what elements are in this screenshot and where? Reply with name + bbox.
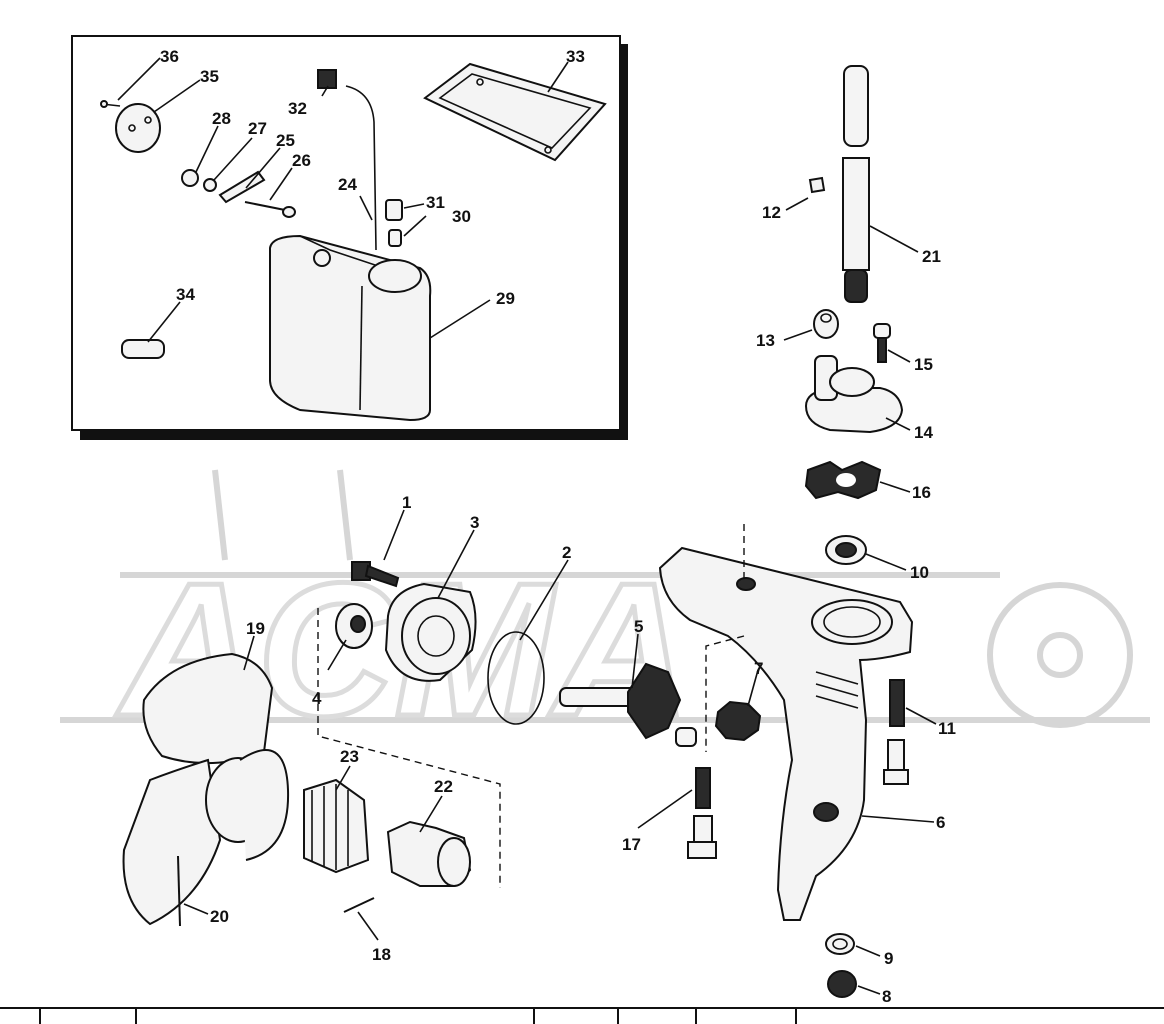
callout-5: 5 (634, 617, 643, 636)
callout-8: 8 (882, 987, 891, 1006)
part-27-washer (203, 178, 217, 192)
leader-lines (117, 57, 937, 995)
part-15-screw (873, 323, 891, 363)
part-13-bushing (813, 309, 839, 339)
callout-24: 24 (338, 175, 357, 194)
callout-35: 35 (200, 67, 219, 86)
callout-4: 4 (312, 689, 322, 708)
callout-26: 26 (292, 151, 311, 170)
part-24-tube (345, 85, 377, 251)
part-5-propshaft-gear (559, 662, 697, 747)
callout-21: 21 (922, 247, 941, 266)
part-11-bolt (883, 679, 909, 785)
part-3-bearing-housing (384, 582, 477, 682)
part-23-clutch-dog (303, 778, 370, 874)
callout-25: 25 (276, 131, 295, 150)
part-10-bearing (825, 535, 867, 565)
callout-31: 31 (426, 193, 445, 212)
callout-11: 11 (938, 719, 956, 738)
part-33-cover-gasket (423, 62, 607, 162)
part-36-screw (100, 100, 121, 108)
part-9-washer (825, 933, 855, 955)
part-14-pump-housing (804, 355, 904, 434)
callout-14: 14 (914, 423, 933, 442)
callout-7: 7 (754, 659, 763, 678)
part-32-nut (317, 69, 337, 89)
part-29-exhaust-housing (269, 234, 432, 422)
title-block-border (0, 1007, 1164, 1024)
callout-12: 12 (762, 203, 781, 222)
callout-3: 3 (470, 513, 479, 532)
part-17-bolt (687, 767, 717, 859)
callout-15: 15 (914, 355, 933, 374)
callout-19: 19 (246, 619, 265, 638)
callout-20: 20 (210, 907, 229, 926)
alignment-lines (317, 524, 745, 888)
part-7-pinion-gear (714, 700, 762, 742)
callout-2: 2 (562, 543, 571, 562)
callout-6: 6 (936, 813, 945, 832)
callout-1: 1 (402, 493, 411, 512)
part-4-bushing (335, 603, 373, 649)
callout-36: 36 (160, 47, 179, 66)
callout-22: 22 (434, 777, 453, 796)
part-2-o-ring (487, 631, 545, 725)
callout-27: 27 (248, 119, 267, 138)
callout-28: 28 (212, 109, 231, 128)
part-1-bolt (351, 561, 400, 588)
part-26-bolt (244, 201, 296, 218)
callout-23: 23 (340, 747, 359, 766)
part-31-bushing (385, 199, 403, 221)
callouts: 36 35 28 27 25 26 32 33 24 31 30 34 29 1… (160, 47, 956, 1006)
callout-32: 32 (288, 99, 307, 118)
part-30-bushing (388, 229, 402, 247)
callout-10: 10 (910, 563, 929, 582)
callout-34: 34 (176, 285, 195, 304)
part-16-impeller (804, 460, 882, 500)
part-34-key (121, 339, 165, 359)
callout-30: 30 (452, 207, 471, 226)
callout-13: 13 (756, 331, 775, 350)
part-20-pin (177, 855, 181, 927)
part-12-pin (808, 176, 826, 194)
part-19-propeller (122, 652, 290, 926)
part-35-plate (115, 103, 161, 153)
part-22-gear (386, 820, 472, 887)
part-28-nut (181, 169, 199, 187)
part-18-pin (343, 897, 375, 913)
callout-18: 18 (372, 945, 391, 964)
callout-33: 33 (566, 47, 585, 66)
part-21-driveshaft (842, 65, 870, 303)
callout-16: 16 (912, 483, 931, 502)
callout-29: 29 (496, 289, 515, 308)
part-6-gearcase (658, 546, 914, 921)
part-8-plug (827, 970, 857, 998)
callout-17: 17 (622, 835, 641, 854)
callout-9: 9 (884, 949, 893, 968)
